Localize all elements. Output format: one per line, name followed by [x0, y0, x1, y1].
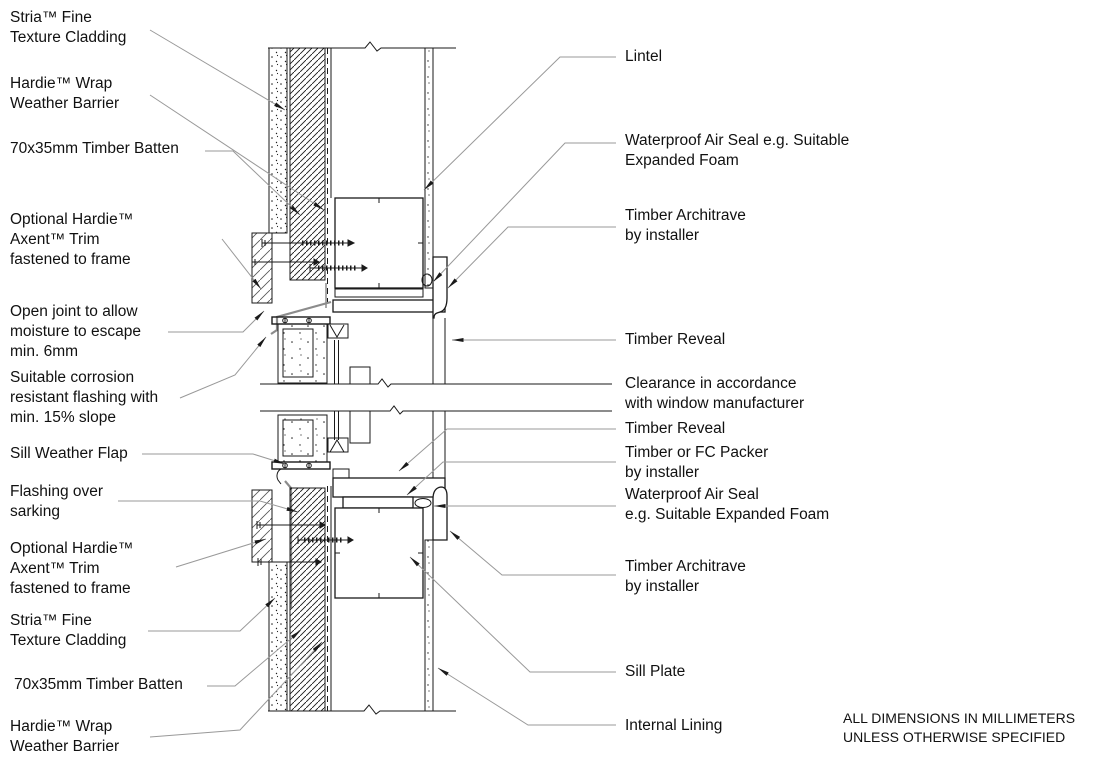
leader-corrosion-flashing [179, 336, 267, 399]
leader-batten-top [205, 150, 301, 216]
label-air-seal-head: Waterproof Air Seal e.g. Suitable Expand… [625, 132, 850, 169]
leader-sill-flap [142, 453, 286, 465]
timber-architrave-sill-section [432, 486, 448, 541]
label-flashing-sarking: Flashing over sarking [10, 483, 104, 520]
label-axent-trim-bottom: Optional Hardie™ Axent™ Trim fastened to… [10, 540, 134, 597]
label-sill-plate: Sill Plate [625, 663, 686, 680]
leader-architrave-sill [449, 530, 616, 576]
leader-hardie-wrap-top [149, 94, 325, 211]
leader-lines [118, 29, 616, 738]
window-sill-frame [271, 410, 446, 488]
label-timber-batten-bottom: 70x35mm Timber Batten [14, 676, 183, 693]
leader-reveal-sill [398, 428, 616, 472]
leader-lintel [423, 56, 616, 191]
window-head-frame [271, 316, 371, 385]
fc-packer-section [342, 496, 414, 509]
label-architrave-sill: Timber Architrave by installer [625, 558, 746, 595]
label-internal-lining: Internal Lining [625, 717, 723, 734]
label-lintel: Lintel [625, 48, 663, 65]
leader-axent-bottom [175, 538, 267, 568]
label-architrave-head: Timber Architrave by installer [625, 207, 746, 244]
leader-internal-lining [437, 667, 616, 726]
internal-lining-top-section [424, 47, 434, 289]
timber-reveal-sill-section [332, 477, 446, 498]
leader-architrave-head [447, 226, 616, 289]
lintel-section [334, 197, 433, 298]
label-clearance: Clearance in accordance with window manu… [625, 375, 805, 412]
sill-reveal-packer-architrave [332, 477, 448, 541]
label-corrosion-flashing: Suitable corrosion resistant flashing wi… [10, 369, 159, 426]
label-air-seal-sill: Waterproof Air Seal e.g. Suitable Expand… [625, 486, 830, 523]
head-packer [334, 288, 424, 298]
sill-air-seal-foam [414, 498, 432, 508]
leader-hardie-wrap-bottom [149, 641, 323, 738]
leader-batten-bottom [207, 629, 302, 687]
label-stria-cladding-top: Stria™ Fine Texture Cladding [10, 9, 127, 46]
head-fixing-screws [251, 239, 368, 272]
leader-flashing-sarking [118, 500, 299, 513]
leader-open-joint [168, 310, 265, 333]
label-timber-reveal-head: Timber Reveal [625, 331, 726, 348]
leader-axent-top [221, 238, 262, 290]
label-fc-packer: Timber or FC Packer by installer [625, 444, 769, 481]
label-open-joint: Open joint to allow moisture to escape m… [10, 303, 141, 360]
label-axent-trim-top: Optional Hardie™ Axent™ Trim fastened to… [10, 211, 134, 268]
timber-architrave-head-section [432, 256, 448, 319]
sill-weather-flap-section [276, 468, 282, 485]
leader-sill-plate [409, 556, 616, 673]
bottom-cut-line [268, 704, 456, 715]
sill-plate-section [334, 507, 424, 599]
top-cut-line [268, 41, 456, 52]
label-hardie-wrap-top: Hardie™ Wrap Weather Barrier [10, 75, 120, 112]
leader-stria-bottom [148, 597, 276, 632]
leader-stria-top [149, 29, 286, 111]
label-hardie-wrap-bottom: Hardie™ Wrap Weather Barrier [10, 718, 120, 755]
stria-cladding-top-section [268, 47, 288, 234]
label-sill-weather-flap: Sill Weather Flap [10, 445, 128, 462]
label-stria-cladding-bottom: Stria™ Fine Texture Cladding [10, 612, 127, 649]
internal-lining-bottom-section [424, 539, 434, 712]
head-air-seal-foam [421, 273, 433, 287]
leader-air-seal-head [432, 142, 616, 283]
label-timber-batten-top: 70x35mm Timber Batten [10, 140, 179, 157]
sill-fixing-screws [256, 521, 354, 566]
break-lines [260, 378, 612, 415]
head-reveal-architrave [332, 256, 448, 384]
wall-above-window [268, 41, 456, 302]
leader-fc-packer [406, 461, 616, 496]
timber-reveal-head-section [332, 299, 446, 313]
label-timber-reveal-sill: Timber Reveal [625, 420, 726, 437]
dimensions-note: ALL DIMENSIONS IN MILLIMETERS UNLESS OTH… [843, 710, 1076, 745]
